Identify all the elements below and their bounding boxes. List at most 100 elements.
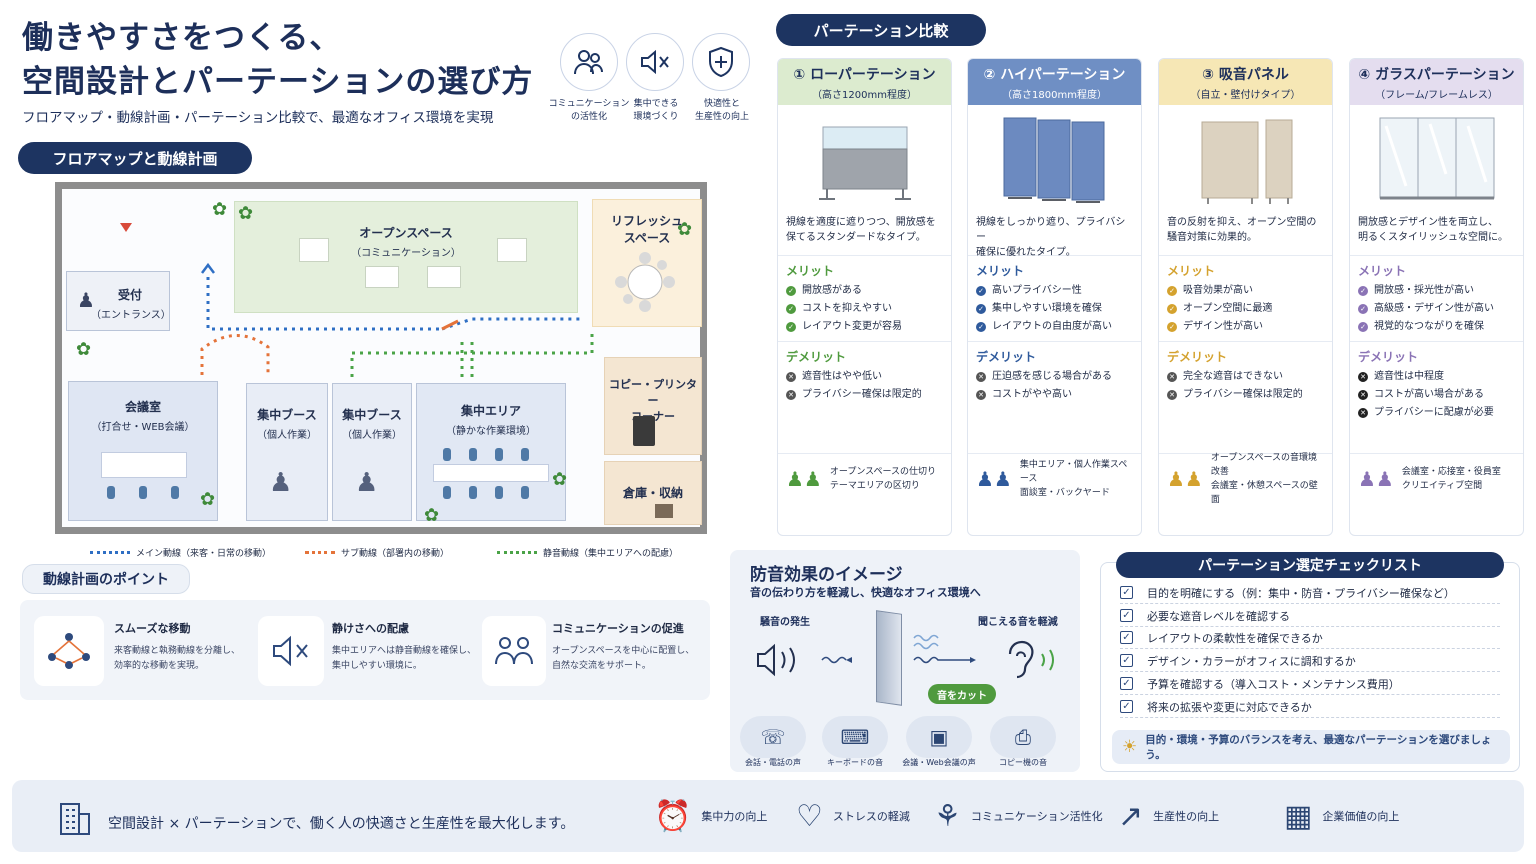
- room-booth-2-sub: （個人作業）: [342, 430, 402, 441]
- checklist-title: パーテーション選定チェックリスト: [1116, 552, 1504, 578]
- plant-icon: ✿: [424, 505, 440, 526]
- points-title: 動線計画のポイント: [22, 564, 190, 594]
- merit-section: メリット ✓ 開放感・採光性が高い ✓高級感・デザイン性が高い✓視覚的なつながりを確…: [1350, 255, 1523, 341]
- room-booth-1-name: 集中ブース: [257, 408, 317, 422]
- check-icon: ✓: [1167, 286, 1177, 296]
- legend-sub: サブ動線（部署内の移動）: [305, 546, 449, 559]
- merit-item: ✓レイアウト変更が容易: [786, 318, 943, 336]
- demerit-text: プライバシー確保は限定的: [802, 389, 922, 400]
- demerit-item: ✕プライバシーに配慮が必要: [1358, 404, 1515, 422]
- partition-card-header: ② ハイパーテーション （高さ1800mm程度）: [968, 59, 1141, 105]
- printer-icon: [633, 416, 655, 446]
- sound-source-meeting: 会議・Web会議の声: [902, 758, 976, 767]
- partition-desc: 開放感とデザイン性を両立し、 明るくスタイリッシュな空間に。: [1358, 217, 1508, 243]
- partition-card-3: ③ 吸音パネル （自立・壁付けタイプ） 音の反射を抑え、オープン空間の 騒音対策…: [1158, 58, 1333, 536]
- partition-card-header: ④ ガラスパーテーション （フレーム/フレームレス）: [1350, 59, 1523, 105]
- growth-chart-icon: ↗: [1118, 798, 1144, 834]
- merit-label: メリット: [786, 264, 835, 278]
- demerit-text: プライバシー確保は限定的: [1183, 389, 1303, 400]
- headset-icon: ☏: [740, 716, 806, 758]
- room-copy: コピー・プリンター コーナー: [604, 357, 702, 455]
- merit-text: コストを抑えやすい: [802, 303, 892, 314]
- demerit-text: 遮音性はやや低い: [802, 371, 882, 382]
- legend-sub-line: [305, 551, 335, 554]
- plant-icon: ✿: [76, 339, 92, 360]
- partition-wall: [876, 610, 902, 706]
- merit-text: 開放感・採光性が高い: [1374, 285, 1474, 296]
- checklist-item[interactable]: ✓ 必要な遮音レベルを確認する: [1120, 605, 1500, 627]
- legend-quiet: 静音動線（集中エリアへの配慮）: [497, 546, 678, 559]
- users-icon: ♟♟: [786, 466, 822, 491]
- merit-item: ✓高いプライバシー性: [976, 282, 1133, 300]
- merit-section: メリット ✓開放感がある✓コストを抑えやすい✓レイアウト変更が容易: [778, 255, 951, 341]
- icon-caption-comfort: 快適性と 生産性の向上: [694, 99, 749, 122]
- x-icon: ✕: [1358, 372, 1368, 382]
- mute-icon: [258, 616, 324, 686]
- building-icon: [58, 798, 92, 840]
- page-subtitle: フロアマップ・動線計画・パーテーション比較で、最適なオフィス環境を実現: [22, 110, 494, 126]
- shield-plus-icon: [692, 33, 750, 91]
- checklist-item-label: 必要な遮音レベルを確認する: [1147, 609, 1290, 623]
- partition-sub: （高さ1200mm程度）: [812, 89, 917, 101]
- demerit-item: ✕コストが高い場合がある: [1358, 386, 1515, 404]
- partition-use: ♟♟ オープンスペースの仕切り テーマエリアの区切り: [778, 453, 951, 503]
- partition-desc: 視線を適度に遮りつつ、開放感を 保てるスタンダードなタイプ。: [786, 217, 936, 243]
- demerit-label: デメリット: [1167, 350, 1228, 364]
- checkbox-icon[interactable]: ✓: [1120, 677, 1133, 690]
- merit-item: ✓デザイン性が高い: [1167, 318, 1324, 336]
- merit-item: ✓高級感・デザイン性が高い: [1358, 300, 1515, 318]
- demerit-label: デメリット: [786, 350, 847, 364]
- merit-text: オープン空間に最適: [1183, 303, 1273, 314]
- checklist-item[interactable]: ✓デザイン・カラーがオフィスに調和するか: [1120, 650, 1500, 672]
- partition-sub: （フレーム/フレームレス）: [1375, 89, 1498, 101]
- checklist-item[interactable]: ✓レイアウトの柔軟性を確保できるか: [1120, 627, 1500, 649]
- footer-item-value-label: 企業価値の向上: [1322, 810, 1400, 823]
- merit-item: ✓開放感がある: [786, 282, 943, 300]
- checklist-item-label: 目的を明確にする（例：集中・防音・プライバシー確保など）: [1147, 586, 1455, 600]
- reduced-wave-icon: [912, 630, 978, 674]
- x-icon: ✕: [976, 390, 986, 400]
- plant-icon: ✿: [200, 489, 216, 510]
- x-icon: ✕: [976, 372, 986, 382]
- merit-text: 吸音効果が高い: [1183, 285, 1253, 296]
- checklist-item[interactable]: ✓将来の拡張や変更に対応できるか: [1120, 696, 1500, 718]
- focus-icon: ⏰: [654, 798, 692, 834]
- checkbox-icon[interactable]: ✓: [1120, 654, 1133, 667]
- checklist-tip-text: 目的・環境・予算のバランスを考え、最適なパーテーションを選びましょう。: [1145, 734, 1492, 761]
- x-icon: ✕: [1167, 390, 1177, 400]
- partition-use-text: オープンスペースの音環境改善 会議室・休憩スペースの壁面: [1210, 452, 1318, 505]
- check-icon: ✓: [1167, 304, 1177, 314]
- partition-name: ③ 吸音パネル: [1202, 66, 1289, 83]
- merit-label: メリット: [1358, 264, 1407, 278]
- checkbox-icon[interactable]: ✓: [1120, 700, 1133, 713]
- checkbox-icon[interactable]: ✓: [1120, 631, 1133, 644]
- sound-subtitle: 音の伝わり方を軽減し、快適なオフィス環境へ: [750, 586, 981, 599]
- page-title-line2: 空間設計とパーテーションの選び方: [22, 64, 534, 100]
- partition-image: [778, 105, 951, 215]
- demerit-item: ✕遮音性は中程度: [1358, 368, 1515, 386]
- plant-icon: ✿: [677, 219, 693, 240]
- merit-item: ✓視覚的なつながりを確保: [1358, 318, 1515, 336]
- sound-title: 防音効果のイメージ: [750, 565, 903, 585]
- room-reception-sub: （エントランス）: [91, 310, 171, 321]
- checkbox-icon[interactable]: ✓: [1120, 609, 1133, 622]
- x-icon: ✕: [786, 372, 796, 382]
- footer-item-value: ▦企業価値の向上: [1284, 788, 1424, 844]
- sound-reduce-label: 聞こえる音を軽減: [978, 617, 1058, 628]
- demerit-text: 完全な遮音はできない: [1183, 371, 1283, 382]
- check-icon: ✓: [976, 286, 986, 296]
- partition-use-text: 集中エリア・個人作業スペース 面談室・バックヤード: [1019, 459, 1128, 498]
- x-icon: ✕: [1358, 408, 1368, 418]
- demerit-label: デメリット: [976, 350, 1037, 364]
- checklist-item[interactable]: ✓予算を確認する（導入コスト・メンテナンス費用）: [1120, 673, 1500, 695]
- x-icon: ✕: [1358, 390, 1368, 400]
- legend-main: メイン動線（来客・日常の移動）: [90, 546, 271, 559]
- checklist-item[interactable]: ✓ 目的を明確にする（例：集中・防音・プライバシー確保など）: [1120, 582, 1500, 604]
- room-meeting: 会議室 （打合せ・WEB会議）: [68, 381, 218, 521]
- point-smooth-desc: 来客動線と執務動線を分離し、 効率的な移動を実現。: [114, 646, 241, 671]
- legend-main-line: [90, 551, 130, 554]
- checkbox-icon[interactable]: ✓: [1120, 586, 1133, 599]
- check-icon: ✓: [1358, 286, 1368, 296]
- room-open-space-sub: （コミュニケーション）: [351, 248, 461, 259]
- point-smooth-title: スムーズな移動: [114, 622, 191, 635]
